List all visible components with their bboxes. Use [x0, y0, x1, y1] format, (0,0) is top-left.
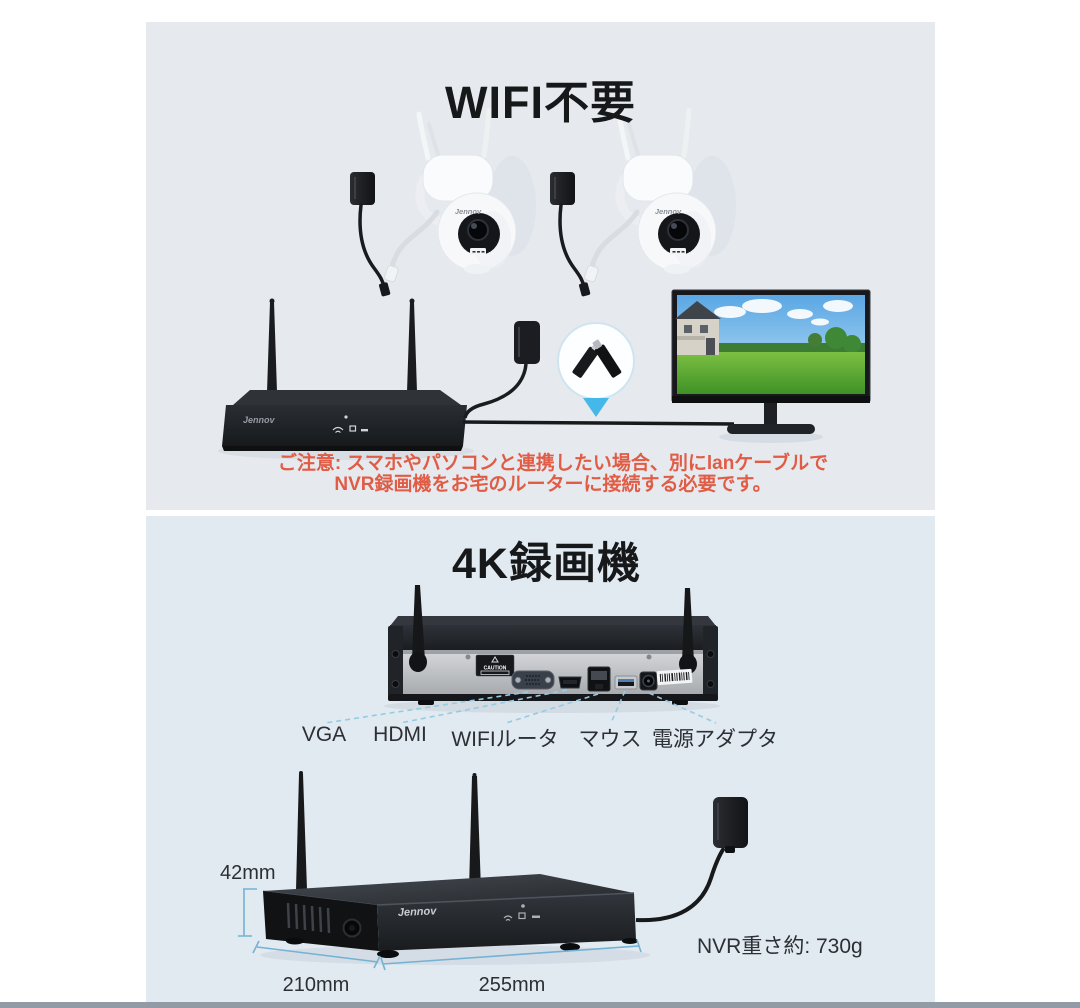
bracket-width-255mm [380, 939, 642, 971]
nvr-antenna-left [267, 302, 277, 392]
dimension-brackets [238, 888, 642, 971]
persp-indicator-icons [503, 904, 540, 921]
dc-power-jack [639, 671, 658, 691]
bracket-depth-210mm [252, 940, 381, 969]
persp-power-adapter [713, 797, 748, 853]
leader-hdmi [399, 689, 568, 724]
nvr-rear-view: CAUTION [384, 585, 720, 713]
monitor-stand-base [727, 424, 815, 434]
hdmi-plug-right-icon [592, 339, 622, 378]
rear-antenna-right [682, 588, 694, 662]
camera-left-brand: Jennov [455, 207, 482, 216]
rear-antenna-left [412, 585, 425, 660]
top-section-title: WIFI不要 [445, 77, 636, 128]
leader-wifi-router [505, 693, 599, 724]
camera-left: Jennov [350, 110, 536, 297]
nvr-power-cable [463, 363, 528, 419]
caution-line-1: ご注意: スマホやパソコンと連携したい場合、別にlanケーブルで [277, 453, 829, 474]
nvr-power-adapter [463, 321, 540, 419]
caution-sticker-text: CAUTION [484, 666, 507, 672]
vga-port [511, 670, 555, 690]
usb-port [614, 675, 638, 690]
barcode-sticker [656, 668, 693, 686]
hdmi-callout [557, 322, 635, 417]
bottom-section-title: 4K録画機 [452, 540, 641, 588]
persp-antenna-right [469, 776, 481, 890]
page-bottom-edge [0, 1002, 1080, 1008]
monitor [671, 289, 871, 443]
nvr-front-brand: Jennov [243, 415, 276, 425]
camera-right-brand: Jennov [655, 207, 682, 216]
nvr-indicator-icons [332, 415, 368, 433]
caution-sticker: CAUTION [475, 654, 515, 677]
nvr-perspective-view: Jennov [260, 771, 748, 965]
hdmi-port [558, 676, 582, 689]
nvr-front-view: Jennov [218, 298, 474, 460]
label-power-adapter: 電源アダプタ [652, 728, 778, 751]
nvr-antenna-right [407, 302, 417, 392]
dimension-height-label: 42mm [220, 862, 276, 884]
nvr-weight-note: NVR重さ約: 730g [697, 935, 863, 958]
port-leader-lines [324, 689, 717, 724]
side-vents [286, 902, 331, 934]
caution-line-2: NVR録画機をお宅のルーターに接続する必要です。 [334, 474, 772, 495]
persp-nvr-brand: Jennov [398, 905, 438, 919]
leader-mouse [610, 690, 626, 724]
dimension-depth-label: 210mm [282, 974, 350, 996]
caution-note: ご注意: スマホやパソコンと連携したい場合、別にlanケーブルで NVR録画機を… [167, 453, 939, 495]
persp-antenna-left [296, 774, 307, 890]
monitor-screen-garden-image [675, 295, 865, 394]
camera-right: Jennov [550, 110, 736, 297]
persp-power-cable [635, 846, 726, 923]
callout-pointer-triangle [583, 398, 609, 417]
hdmi-callout-circle [557, 322, 635, 400]
monitor-stand-neck [764, 403, 777, 425]
leader-vga [324, 691, 529, 724]
leader-power-adapter [648, 692, 717, 724]
hdmi-cable-to-monitor [462, 420, 735, 426]
dimension-width-label: 255mm [478, 974, 546, 996]
label-vga: VGA [301, 723, 347, 746]
label-wifi-router: WIFIルータ [451, 728, 559, 751]
label-hdmi: HDMI [373, 723, 427, 746]
bracket-height-42mm [238, 888, 257, 937]
label-mouse: マウス [578, 728, 642, 751]
ethernet-port [587, 666, 611, 692]
